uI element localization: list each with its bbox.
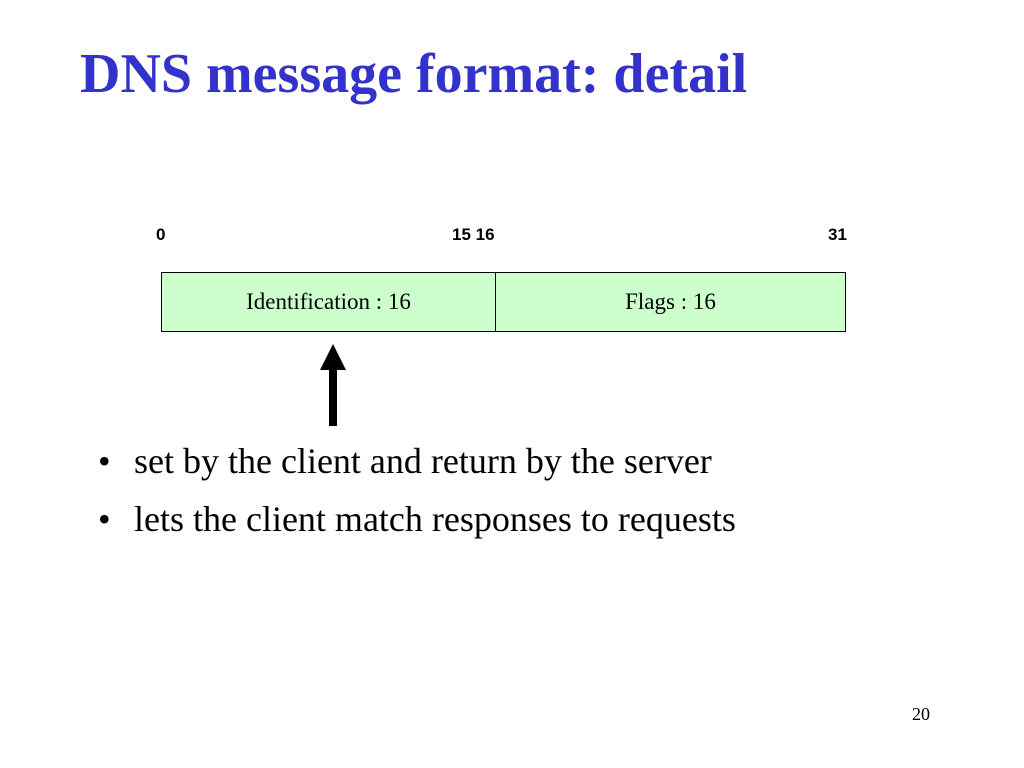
bullet-marker: • bbox=[98, 499, 111, 539]
bit-label-start: 0 bbox=[156, 225, 166, 244]
flags-field: Flags : 16 bbox=[496, 273, 845, 331]
bullet-item: • set by the client and return by the se… bbox=[98, 440, 736, 482]
up-arrow-icon bbox=[320, 344, 346, 426]
bullet-list: • set by the client and return by the se… bbox=[98, 440, 736, 556]
bit-label-end: 31 bbox=[828, 225, 847, 244]
arrow-head bbox=[320, 344, 346, 370]
bullet-marker: • bbox=[98, 441, 111, 481]
header-field-row: Identification : 16 Flags : 16 bbox=[161, 272, 846, 332]
bullet-text: set by the client and return by the serv… bbox=[134, 441, 712, 481]
page-number: 20 bbox=[912, 704, 930, 724]
identification-field: Identification : 16 bbox=[162, 273, 496, 331]
bullet-item: • lets the client match responses to req… bbox=[98, 498, 736, 540]
slide-title: DNS message format: detail bbox=[80, 43, 748, 105]
arrow-shaft bbox=[329, 368, 337, 426]
bullet-text: lets the client match responses to reque… bbox=[134, 499, 736, 539]
bit-label-middle: 15 16 bbox=[452, 225, 495, 244]
